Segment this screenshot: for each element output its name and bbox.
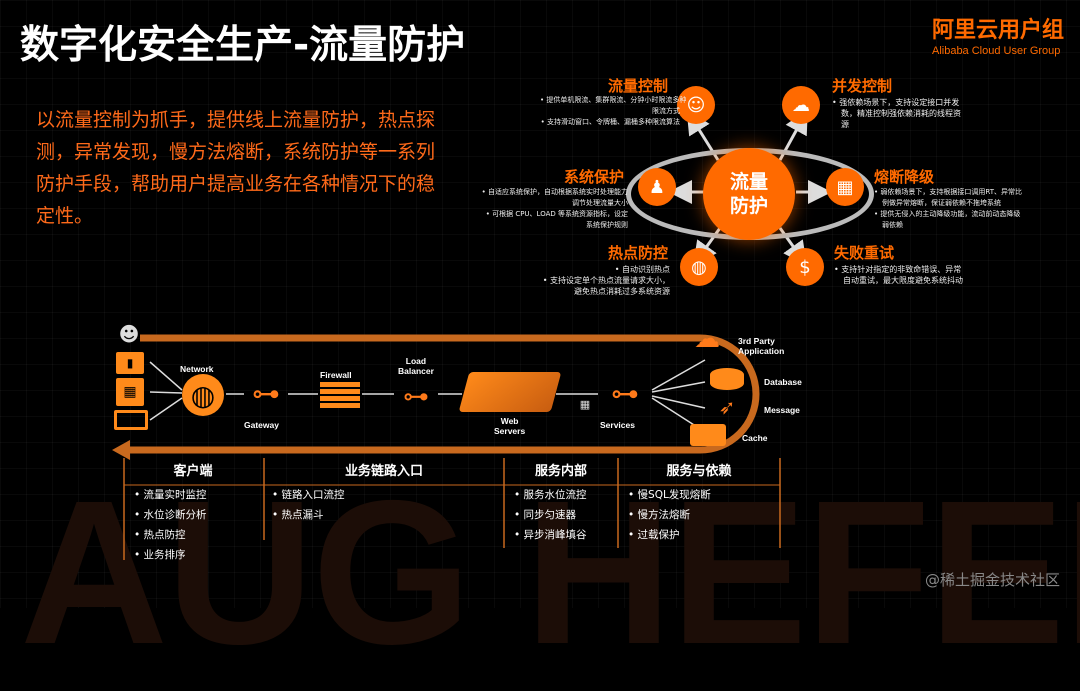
column-list-entry: 链路入口流控 热点漏斗 xyxy=(272,485,345,525)
concurrency-cloud-icon: ☁ xyxy=(782,86,820,124)
user-icon: ☻ xyxy=(118,322,140,346)
system-protect-icon: ♟ xyxy=(638,168,676,206)
concurrency-control-desc: 强依赖场景下，支持设定接口并发 数，精准控制强依赖消耗的线程资 源 xyxy=(832,97,961,130)
system-protect-desc: 自适应系统保护，自动根据系统实时处理能力 调节处理流量大小 可根据 CPU、LO… xyxy=(478,187,628,231)
list-item: 水位诊断分析 xyxy=(134,505,207,525)
laptop-icon xyxy=(114,410,148,430)
network-globe-icon: ◍ xyxy=(182,374,224,416)
gateway-label: Gateway xyxy=(244,420,279,430)
retry-title: 失败重试 xyxy=(834,244,895,262)
list-item: 服务水位流控 xyxy=(514,485,587,505)
message-label: Message xyxy=(764,405,800,415)
hub-label-line2: 防护 xyxy=(729,195,768,217)
list-item: 慢SQL发现熔断 xyxy=(628,485,711,505)
column-header-service: 服务内部 xyxy=(534,463,587,479)
column-header-entry: 业务链路入口 xyxy=(344,463,423,479)
system-protect-title: 系统保护 xyxy=(564,168,625,186)
circuit-breaker-title: 熔断降级 xyxy=(874,168,935,186)
brand-name-en: Alibaba Cloud User Group xyxy=(931,45,1061,57)
firewall-label: Firewall xyxy=(320,370,352,380)
column-header-client: 客户端 xyxy=(173,463,213,479)
hotspot-control-desc: 自动识别热点 支持设定单个热点流量请求大小， 避免热点消耗过多系统资源 xyxy=(520,264,670,297)
column-header-dependency: 服务与依赖 xyxy=(666,463,732,479)
circuit-breaker-desc: 弱依赖场景下，支持根据接口调用RT、异常比 例做异常熔断，保证弱依赖不拖垮系统 … xyxy=(874,187,1022,231)
calculator-icon: ▦ xyxy=(116,378,144,406)
list-item: 业务排序 xyxy=(134,545,207,565)
retry-desc: 支持针对指定的非致命错误、异常 自动重试，最大限度避免系统抖动 xyxy=(834,264,963,286)
third-party-cloud-icon: ☁ xyxy=(694,324,720,354)
brand-logo: 阿里云用户组 Alibaba Cloud User Group xyxy=(932,12,1064,57)
hotspot-globe-icon: ◍ xyxy=(680,248,718,286)
hotspot-control-title: 热点防控 xyxy=(608,244,669,262)
services-icon: ⊶ xyxy=(611,376,639,410)
page-title: 数字化安全生产-流量防护 xyxy=(20,23,466,68)
cache-label: Cache xyxy=(742,433,768,443)
concurrency-control-title: 并发控制 xyxy=(832,77,893,95)
load-balancer-icon: ⊶ xyxy=(403,382,429,412)
list-item: 热点防控 xyxy=(134,525,207,545)
services-label: Services xyxy=(600,420,635,430)
network-label: Network xyxy=(180,364,214,374)
brand-name-cn: 阿里云用户组 xyxy=(931,18,1064,43)
list-item: 过载保护 xyxy=(628,525,711,545)
calendar-icon: ▦ xyxy=(579,397,591,411)
list-item: 慢方法熔断 xyxy=(628,505,711,525)
flow-control-icon: ☺ xyxy=(677,86,715,124)
firewall-icon xyxy=(320,382,360,408)
mobile-icon: ▮ xyxy=(116,352,144,374)
database-label: Database xyxy=(764,377,802,387)
column-list-client: 流量实时监控 水位诊断分析 热点防控 业务排序 xyxy=(134,485,207,565)
gateway-icon: ⊶ xyxy=(252,376,280,410)
circuit-breaker-icon: ▦ xyxy=(826,168,864,206)
column-list-dependency: 慢SQL发现熔断 慢方法熔断 过载保护 xyxy=(628,485,711,545)
list-item: 链路入口流控 xyxy=(272,485,345,505)
database-icon xyxy=(710,368,744,390)
list-item: 流量实时监控 xyxy=(134,485,207,505)
hub-label-line1: 流量 xyxy=(729,171,768,193)
message-rocket-icon: ➶ xyxy=(718,395,736,419)
list-item: 异步消峰填谷 xyxy=(514,525,587,545)
retry-coin-icon: $ xyxy=(786,248,824,286)
cache-icon xyxy=(690,424,726,446)
hub-circle: 流量防护 xyxy=(703,148,795,240)
flow-control-title: 流量控制 xyxy=(608,77,669,95)
list-item: 同步匀速器 xyxy=(514,505,587,525)
flow-control-desc: 提供单机限流、集群限流、分钟小时限流多种 限流方式 支持滑动窗口、令牌桶、漏桶多… xyxy=(540,95,686,128)
footer-credit: @稀土掘金技术社区 xyxy=(924,571,1060,589)
intro-paragraph: 以流量控制为抓手，提供线上流量防护，热点探测，异常发现，慢方法熔断，系统防护等一… xyxy=(36,109,436,227)
column-list-service: 服务水位流控 同步匀速器 异步消峰填谷 xyxy=(514,485,587,545)
list-item: 热点漏斗 xyxy=(272,505,345,525)
